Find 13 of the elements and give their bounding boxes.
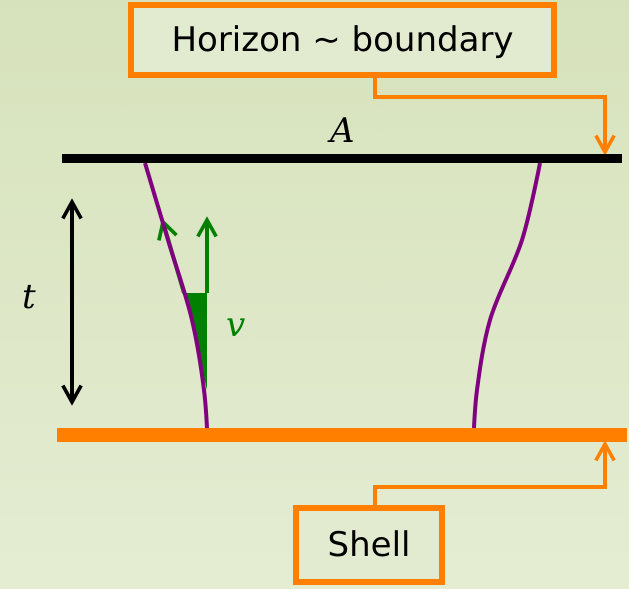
worldline-curve xyxy=(143,162,209,428)
time-label: t xyxy=(22,280,36,314)
horizontal-bar xyxy=(57,428,627,442)
leader-arrow xyxy=(373,78,616,154)
velocity-label: v xyxy=(226,308,246,342)
box-label: Horizon ∼ boundary xyxy=(171,20,514,60)
region-label: A xyxy=(330,114,355,148)
horizontal-bar xyxy=(62,154,622,163)
worldline-curve xyxy=(472,162,542,428)
label-box xyxy=(293,505,445,585)
label-box xyxy=(128,2,557,78)
leader-arrow xyxy=(373,442,616,505)
box-label: Shell xyxy=(328,525,410,565)
